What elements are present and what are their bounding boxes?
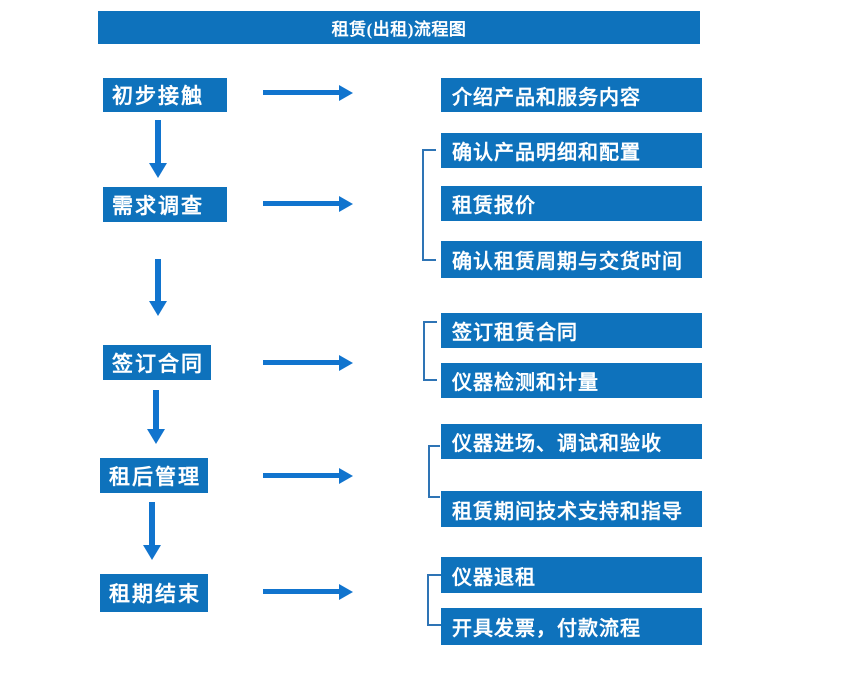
detail-box-instrument-test-calibration: 仪器检测和计量 [441,363,702,398]
arrow-right-icon [263,360,339,365]
detail-box-sign-rental-contract: 签订租赁合同 [441,313,702,348]
step-box-rental-end: 租期结束 [100,574,208,612]
arrow-right-icon [263,201,339,206]
flowchart-title: 租赁(出租)流程图 [98,11,700,44]
bracket-group-demand-survey [422,149,436,261]
bracket-group-rental-end [427,574,441,626]
arrow-down-icon [149,502,155,545]
detail-box-introduce-products-services: 介绍产品和服务内容 [441,78,702,112]
arrow-down-icon [155,120,161,163]
detail-box-confirm-product-config: 确认产品明细和配置 [441,133,702,168]
step-box-demand-survey: 需求调查 [103,187,227,222]
arrow-down-icon [153,390,159,429]
step-box-post-rental-management: 租后管理 [100,458,208,493]
bracket-group-post-rental [428,445,440,498]
arrow-down-icon [155,259,161,301]
arrow-right-icon [263,90,339,95]
arrow-right-icon [263,473,339,478]
detail-box-instrument-return: 仪器退租 [441,557,702,593]
detail-box-rental-quotation: 租赁报价 [441,186,702,221]
bracket-group-sign-contract [423,321,437,381]
detail-box-technical-support: 租赁期间技术支持和指导 [441,491,702,527]
detail-box-invoice-payment: 开具发票，付款流程 [441,608,702,645]
step-box-sign-contract: 签订合同 [103,345,211,380]
detail-box-instrument-setup-acceptance: 仪器进场、调试和验收 [441,424,702,459]
step-box-initial-contact: 初步接触 [103,78,227,112]
arrow-right-icon [263,589,339,594]
detail-box-confirm-period-delivery: 确认租赁周期与交货时间 [441,241,702,278]
